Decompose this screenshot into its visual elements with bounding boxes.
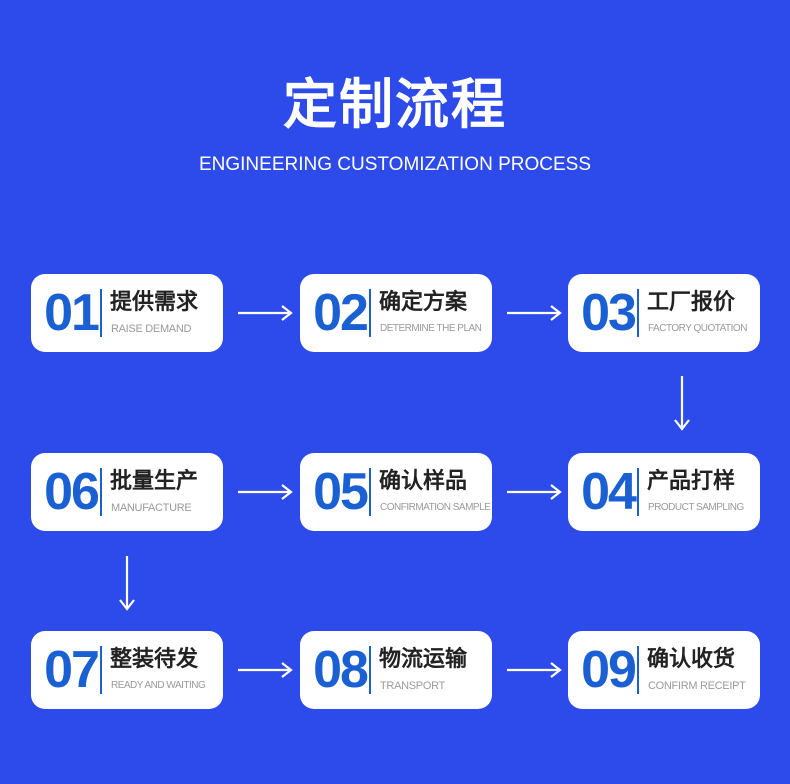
page-subtitle: ENGINEERING CUSTOMIZATION PROCESS <box>198 154 591 175</box>
arrow-right-icon <box>238 662 293 678</box>
step-card-02: 02 确定方案 DETERMINE THE PLAN <box>300 274 492 352</box>
step-number: 03 <box>581 284 637 342</box>
step-number: 09 <box>581 641 637 699</box>
step-title: 批量生产 <box>110 469 199 494</box>
step-divider <box>637 289 639 337</box>
step-card-04: 04 产品打样 PRODUCT SAMPLING <box>568 453 760 531</box>
step-card-07: 07 整装待发 READY AND WAITING <box>31 631 223 709</box>
step-subtitle: PRODUCT SAMPLING <box>648 502 744 513</box>
step-subtitle: FACTORY QUOTATION <box>648 323 747 334</box>
arrow-down-icon <box>119 556 135 611</box>
step-divider <box>369 646 371 694</box>
step-subtitle: RAISE DEMAND <box>111 323 192 335</box>
step-card-03: 03 工厂报价 FACTORY QUOTATION <box>568 274 760 352</box>
step-title: 提供需求 <box>110 290 199 315</box>
step-number: 01 <box>44 284 100 342</box>
arrow-right-icon <box>507 662 562 678</box>
step-card-05: 05 确认样品 CONFIRMATION SAMPLE <box>300 453 492 531</box>
step-subtitle: READY AND WAITING <box>111 680 206 691</box>
step-number: 08 <box>313 641 369 699</box>
step-title: 确认收货 <box>647 647 736 672</box>
step-divider <box>100 468 102 516</box>
step-number: 02 <box>313 284 369 342</box>
step-number: 05 <box>313 463 369 521</box>
step-title: 整装待发 <box>110 647 199 672</box>
arrow-right-icon <box>507 484 562 500</box>
step-card-06: 06 批量生产 MANUFACTURE <box>31 453 223 531</box>
step-divider <box>369 289 371 337</box>
step-divider <box>637 646 639 694</box>
step-divider <box>100 289 102 337</box>
step-subtitle: CONFIRMATION SAMPLE <box>380 502 491 513</box>
step-divider <box>100 646 102 694</box>
step-title: 产品打样 <box>647 469 736 494</box>
step-title: 工厂报价 <box>647 290 736 315</box>
step-card-01: 01 提供需求 RAISE DEMAND <box>31 274 223 352</box>
step-subtitle: DETERMINE THE PLAN <box>380 323 482 334</box>
arrow-right-icon <box>238 305 293 321</box>
arrow-right-icon <box>238 484 293 500</box>
step-number: 04 <box>581 463 637 521</box>
step-title: 确定方案 <box>379 290 468 315</box>
step-divider <box>637 468 639 516</box>
arrow-down-icon <box>674 376 690 431</box>
step-number: 07 <box>44 641 100 699</box>
page-title: 定制流程 <box>283 73 507 136</box>
step-subtitle: TRANSPORT <box>380 680 445 692</box>
step-subtitle: CONFIRM RECEIPT <box>648 680 746 692</box>
step-card-09: 09 确认收货 CONFIRM RECEIPT <box>568 631 760 709</box>
step-card-08: 08 物流运输 TRANSPORT <box>300 631 492 709</box>
step-title: 确认样品 <box>379 469 468 494</box>
arrow-right-icon <box>507 305 562 321</box>
step-title: 物流运输 <box>379 647 468 672</box>
step-divider <box>369 468 371 516</box>
step-number: 06 <box>44 463 100 521</box>
step-subtitle: MANUFACTURE <box>111 502 192 514</box>
